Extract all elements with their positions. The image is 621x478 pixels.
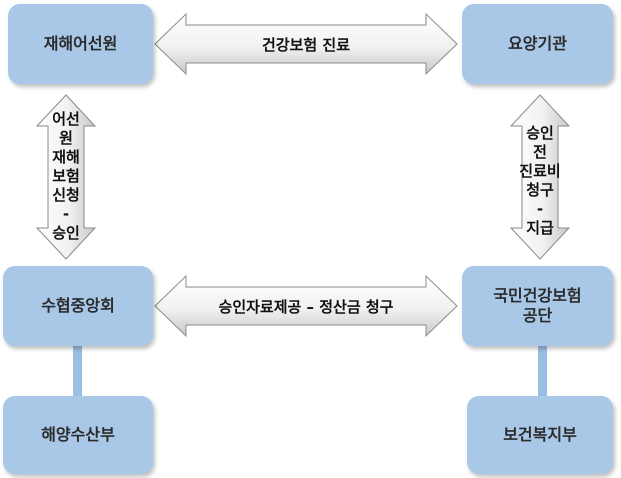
left-arrow-label-line: 원 (59, 129, 73, 147)
node-suhyup-label: 수협중앙회 (41, 296, 115, 315)
middle-arrow-label: 승인자료제공 – 정산금 청구 (218, 297, 394, 316)
top-double-arrow (154, 12, 458, 76)
node-mof-label: 해양수산부 (41, 425, 115, 444)
left-arrow-label-line: 재해 (52, 148, 80, 166)
right-arrow-label: 승인 전 진료비 청구 - 지급 (512, 124, 568, 238)
right-arrow-label-line: 승인 (526, 124, 554, 142)
left-arrow-label: 어선 원 재해 보험 신청 - 승인 (44, 110, 88, 243)
left-double-arrow (35, 94, 97, 260)
node-mof: 해양수산부 (3, 396, 153, 474)
node-medical-institution: 요양기관 (462, 4, 613, 84)
node-suhyup: 수협중앙회 (3, 266, 153, 346)
top-arrow-label: 건강보험 진료 (261, 35, 351, 54)
left-arrow-label-line: 보험 (52, 167, 80, 185)
right-double-arrow (509, 94, 571, 260)
left-arrow-label-line: 신청 (52, 186, 80, 204)
left-arrow-label-line: 승인 (52, 224, 80, 242)
right-arrow-label-line: 청구 (526, 181, 554, 199)
left-arrow-label-line: 어선 (52, 110, 80, 128)
connector-nhis-mohw (538, 346, 547, 398)
node-nhis: 국민건강보험 공단 (462, 266, 613, 346)
right-arrow-label-line: - (536, 200, 544, 218)
right-arrow-label-line: 지급 (526, 219, 554, 237)
middle-double-arrow (154, 274, 458, 338)
right-arrow-label-line: 진료비 (519, 162, 561, 180)
connector-suhyup-mof (73, 346, 82, 398)
right-arrow-label-line: 전 (533, 143, 547, 161)
left-arrow-label-line: - (62, 205, 70, 223)
node-mohw-label: 보건복지부 (503, 425, 577, 444)
node-mohw: 보건복지부 (467, 396, 613, 474)
node-nhis-label: 국민건강보험 공단 (493, 286, 582, 325)
node-fishermen: 재해어선원 (8, 4, 153, 84)
node-medical-institution-label: 요양기관 (508, 34, 567, 53)
node-fishermen-label: 재해어선원 (43, 34, 118, 53)
